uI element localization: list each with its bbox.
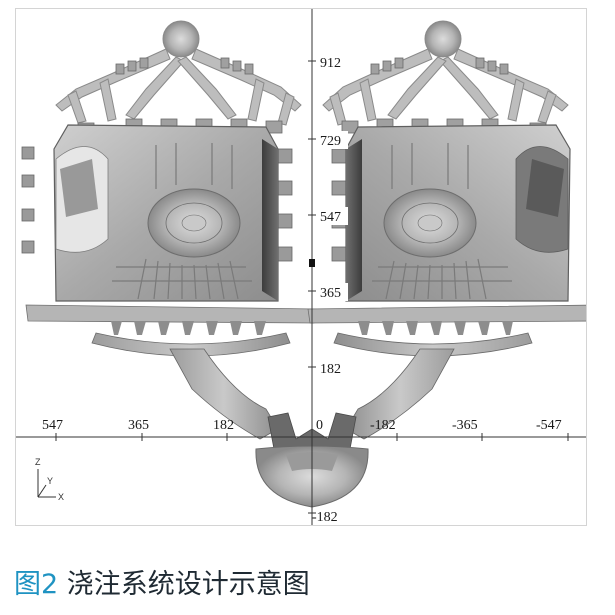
y-tick-912: 912 <box>320 56 341 71</box>
y-tick-729: 729 <box>320 134 341 149</box>
x-tick-547: 547 <box>42 418 63 433</box>
y-tick-neg-182: -182 <box>312 510 338 525</box>
x-tick-0: 0 <box>316 418 323 433</box>
y-tick-365: 365 <box>320 286 341 301</box>
figure-caption: 图2 浇注系统设计示意图 <box>14 562 310 601</box>
y-tick-547: 547 <box>320 210 341 225</box>
x-tick-neg-365: -365 <box>452 418 478 433</box>
gating-system-drawing: 912 729 547 365 182 -182 547 365 182 0 -… <box>16 9 586 525</box>
left-casting <box>21 20 317 440</box>
orientation-triad: Z Y X <box>35 457 64 502</box>
x-tick-182: 182 <box>213 418 234 433</box>
triad-z-label: Z <box>35 457 41 467</box>
right-casting <box>307 20 586 440</box>
triad-x-label: X <box>58 492 64 502</box>
cad-viewport[interactable]: 912 729 547 365 182 -182 547 365 182 0 -… <box>15 8 587 526</box>
figure-title: 浇注系统设计示意图 <box>66 569 310 600</box>
x-tick-neg-547: -547 <box>536 418 562 433</box>
coordinate-axes: 912 729 547 365 182 -182 547 365 182 0 -… <box>16 9 586 525</box>
triad-y-label: Y <box>47 476 53 486</box>
x-tick-365: 365 <box>128 418 149 433</box>
y-tick-182: 182 <box>320 362 341 377</box>
axis-marker <box>309 259 315 267</box>
x-tick-neg-182: -182 <box>370 418 396 433</box>
figure-number: 图2 <box>14 569 59 600</box>
